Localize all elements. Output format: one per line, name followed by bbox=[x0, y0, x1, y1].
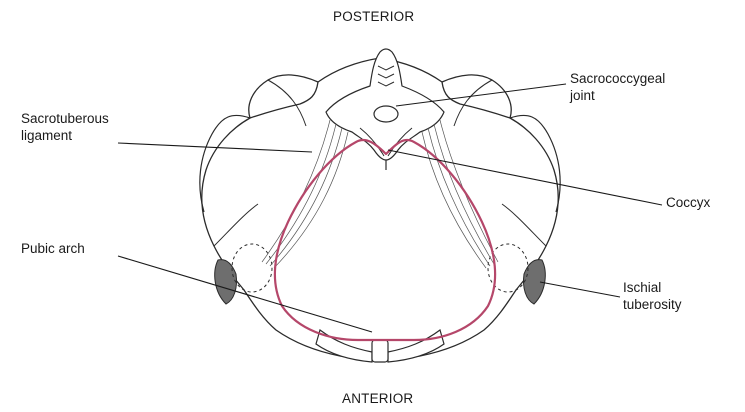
sacrotuberous-ligament-label: Sacrotuberous ligament bbox=[21, 110, 109, 144]
ischial-leader bbox=[540, 282, 620, 297]
coccyx-label: Coccyx bbox=[666, 194, 710, 211]
ischial-line1: Ischial bbox=[623, 279, 682, 296]
sacrococcygeal-joint-label: Sacrococcygeal joint bbox=[570, 70, 665, 104]
sacrotuberous-line1: Sacrotuberous bbox=[21, 110, 109, 127]
sacrococcygeal-line1: Sacrococcygeal bbox=[570, 70, 665, 87]
pubic-arch-label: Pubic arch bbox=[21, 240, 85, 257]
sacrotuberous-line2: ligament bbox=[21, 127, 109, 144]
sacrococcygeal-line2: joint bbox=[570, 87, 665, 104]
ischial-tuberosity-label: Ischial tuberosity bbox=[623, 279, 682, 313]
ischial-line2: tuberosity bbox=[623, 296, 682, 313]
